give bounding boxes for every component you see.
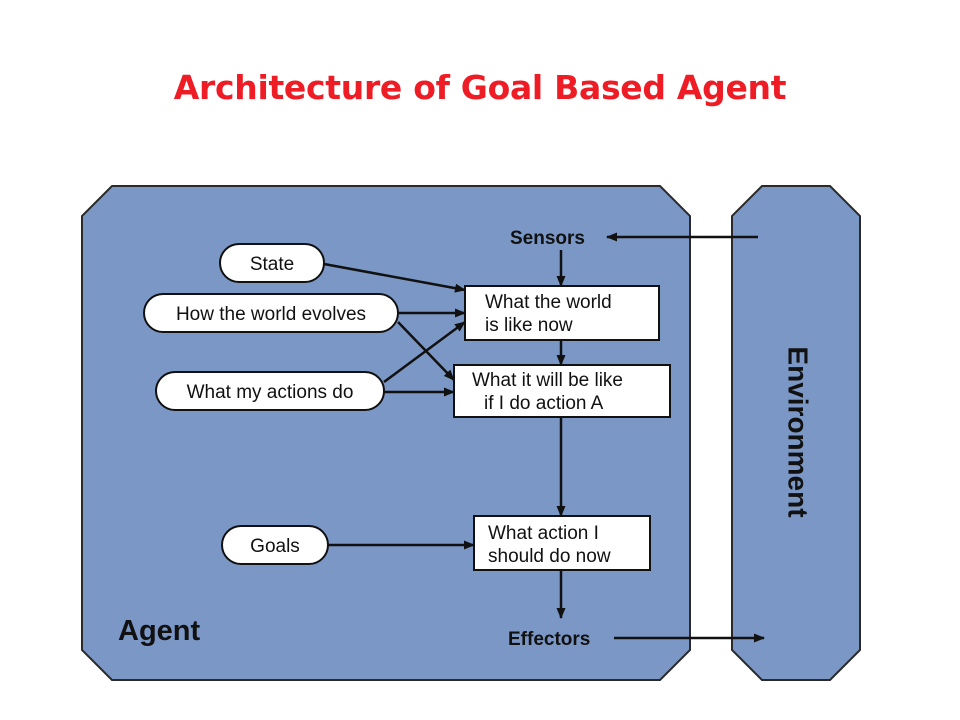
state-pill: State <box>219 243 325 283</box>
state-label: State <box>250 254 294 275</box>
world-now-line2: is like now <box>485 315 573 336</box>
environment-panel <box>731 185 861 681</box>
environment-label: Environment <box>783 346 814 517</box>
page-title: Architecture of Goal Based Agent <box>173 68 787 107</box>
world-evolves-pill: How the world evolves <box>143 293 399 333</box>
sensors-label: Sensors <box>510 228 585 249</box>
world-evolves-label: How the world evolves <box>176 304 366 325</box>
arrow-state-to-world-now <box>323 262 466 293</box>
arrow-actions-to-world-now <box>383 320 466 384</box>
will-be-line2: if I do action A <box>484 393 604 414</box>
world-now-box: What the world is like now <box>464 285 660 341</box>
world-now-line1: What the world <box>485 292 612 313</box>
will-be-line1: What it will be like <box>472 370 623 391</box>
agent-panel <box>81 185 691 681</box>
actions-do-label: What my actions do <box>187 382 354 403</box>
goals-label: Goals <box>250 536 300 557</box>
agent-label: Agent <box>118 615 201 647</box>
goals-pill: Goals <box>221 525 329 565</box>
effectors-label: Effectors <box>508 629 590 650</box>
arrows <box>323 232 765 643</box>
actions-do-pill: What my actions do <box>155 371 385 411</box>
action-box: What action I should do now <box>473 515 651 571</box>
action-line2: should do now <box>488 546 611 567</box>
action-line1: What action I <box>488 523 599 544</box>
will-be-box: What it will be like if I do action A <box>453 364 671 418</box>
